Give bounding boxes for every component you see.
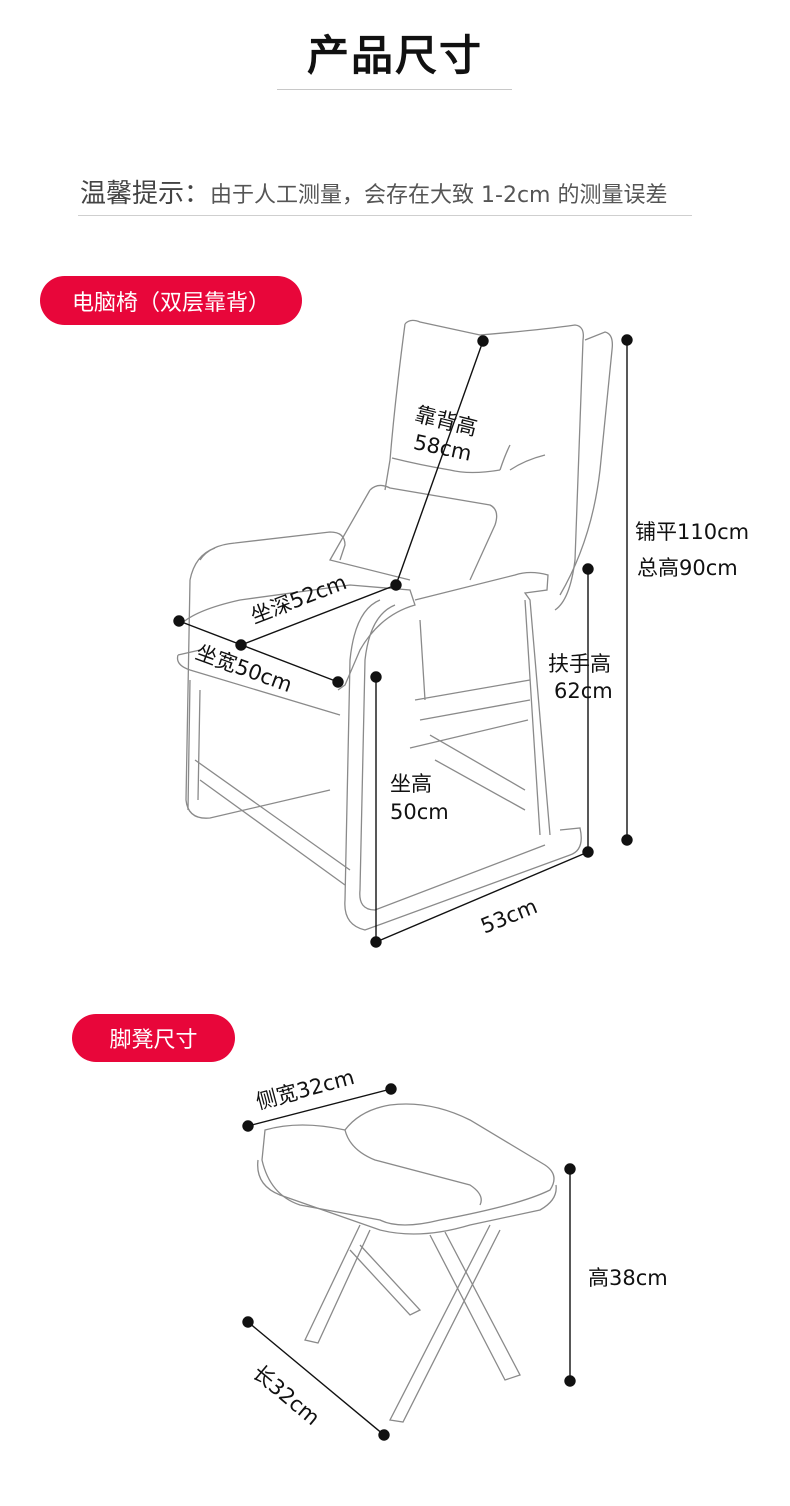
dimension-dot — [582, 846, 594, 858]
chair-dimension-lines — [173, 334, 633, 948]
flat-length-label: 铺平110cm — [635, 520, 750, 544]
chair-section-badge: 电脑椅（双层靠背） — [40, 276, 302, 325]
chair-outline — [176, 319, 613, 931]
dimension-dot — [582, 563, 594, 575]
base-length-line — [375, 851, 589, 943]
seat-width-line — [178, 620, 339, 683]
tip-lead: 温馨提示： — [80, 179, 211, 209]
stool-length-line — [247, 1321, 385, 1436]
footstool-dimension-lines — [242, 1083, 576, 1441]
dimension-dot — [235, 639, 247, 651]
dimension-dot — [370, 671, 382, 683]
stool-height-label: 高38cm — [588, 1266, 668, 1290]
dimension-dot — [477, 335, 489, 347]
page-title: 产品尺寸 — [306, 31, 483, 80]
seat-height-value: 50cm — [390, 800, 449, 824]
dimension-dot — [621, 834, 633, 846]
footstool-outline — [257, 1103, 557, 1423]
title-divider — [277, 89, 512, 90]
seat-height-label: 坐高 — [390, 772, 432, 796]
dimension-dot — [173, 615, 185, 627]
dimension-dot — [385, 1083, 397, 1095]
footstool-section-badge: 脚凳尺寸 — [72, 1014, 235, 1062]
dimension-dot — [332, 676, 344, 688]
armrest-height-label: 扶手高 — [548, 652, 611, 676]
dimension-dot — [370, 936, 382, 948]
tip-divider — [78, 215, 692, 216]
total-height-label: 总高90cm — [637, 556, 738, 580]
dimension-dot — [564, 1163, 576, 1175]
dimension-dot — [390, 579, 402, 591]
armrest-height-value: 62cm — [554, 679, 613, 703]
dimension-dot — [621, 334, 633, 346]
side-width-line — [247, 1088, 392, 1127]
seat-depth-line — [240, 584, 397, 646]
dimension-dot — [564, 1375, 576, 1387]
dimension-dot — [242, 1316, 254, 1328]
dimension-dot — [378, 1429, 390, 1441]
dimension-dot — [242, 1120, 254, 1132]
tip-text: 由于人工测量，会存在大致 1-2cm 的测量误差 — [210, 183, 668, 208]
back-height-line — [395, 340, 484, 586]
measurement-tip: 温馨提示：由于人工测量，会存在大致 1-2cm 的测量误差 — [80, 173, 667, 210]
